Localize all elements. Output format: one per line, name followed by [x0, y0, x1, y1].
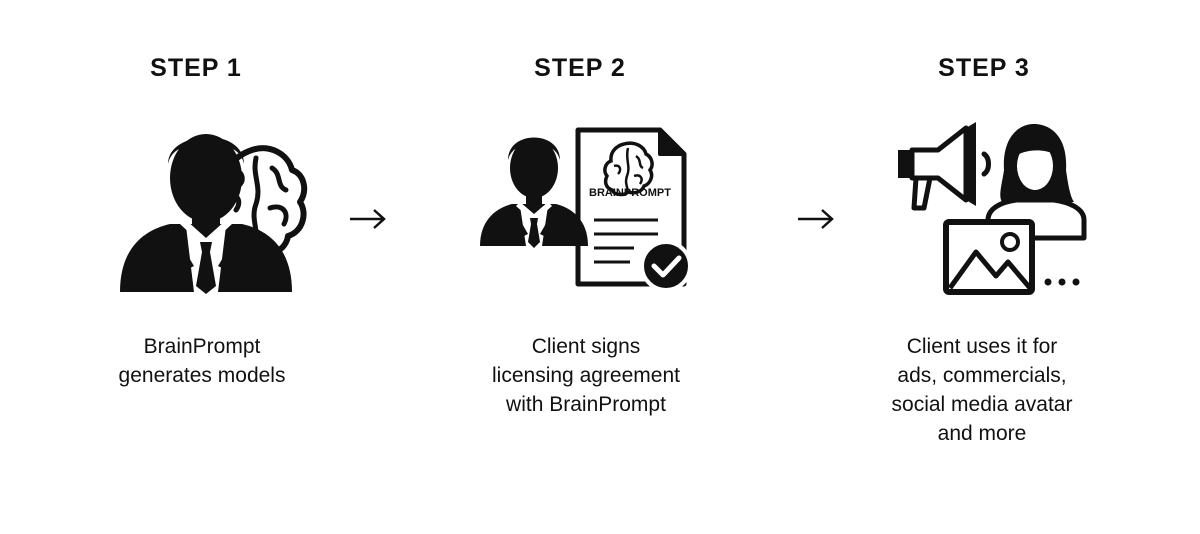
- caption-line: ads, commercials,: [897, 364, 1067, 387]
- caption-line: Client uses it for: [906, 335, 1058, 358]
- step-2-caption: Client signs licensing agreement with Br…: [456, 332, 716, 419]
- step-1-illustration: [120, 134, 308, 294]
- brain-icon: [603, 141, 654, 197]
- caption-line: Client signs: [531, 335, 641, 358]
- arrow-right-icon: [350, 209, 386, 229]
- step-3-title: STEP 3: [938, 54, 1030, 82]
- step-1-title: STEP 1: [150, 54, 242, 82]
- step-3-caption: Client uses it for ads, commercials, soc…: [852, 332, 1112, 448]
- businessman-icon: [480, 137, 588, 248]
- caption-line: BrainPrompt: [143, 335, 261, 358]
- ellipsis-icon: [1044, 278, 1080, 286]
- step-2-title: STEP 2: [534, 54, 626, 82]
- caption-line: licensing agreement: [492, 364, 680, 387]
- caption-line: and more: [937, 422, 1027, 445]
- businessman-icon: [120, 134, 292, 294]
- step-2-illustration: BRAINPROMPT: [480, 127, 692, 292]
- document-label: BRAINPROMPT: [589, 187, 671, 199]
- caption-line: generates models: [118, 364, 286, 387]
- caption-line: social media avatar: [891, 393, 1073, 416]
- step-1-caption: BrainPrompt generates models: [72, 332, 332, 390]
- image-icon: [943, 219, 1035, 295]
- checkmark-icon: [640, 240, 692, 292]
- step-3-illustration: [898, 122, 1087, 295]
- caption-line: with BrainPrompt: [506, 393, 666, 416]
- megaphone-icon: [898, 122, 991, 211]
- arrow-right-icon: [798, 209, 834, 229]
